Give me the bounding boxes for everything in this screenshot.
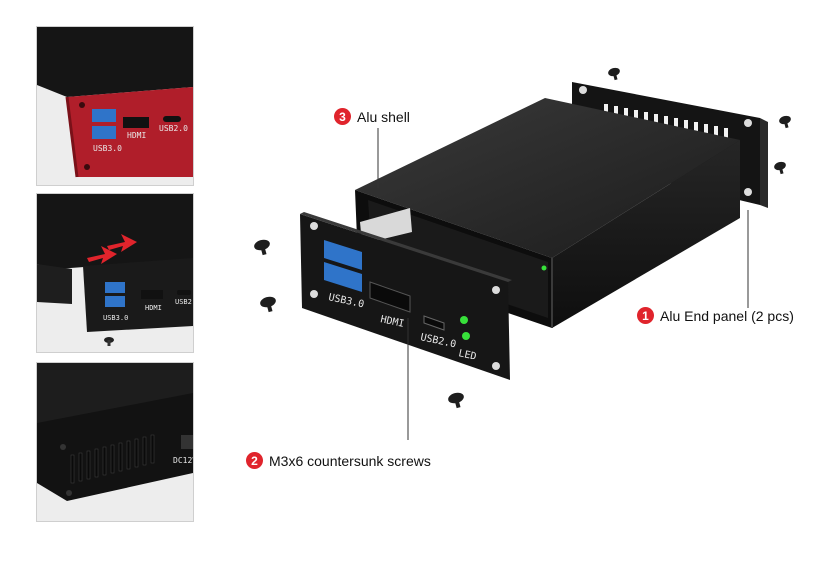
thumbnail-red-panel: USB3.0 HDMI USB2.0 [36, 26, 194, 186]
thumb2-usb2-label: USB2. [175, 298, 193, 306]
dc-jack [181, 435, 193, 449]
hdmi-port [123, 117, 149, 128]
hdmi-label: HDMI [379, 314, 405, 330]
callout-alu-end-panel: 1 Alu End panel (2 pcs) [637, 307, 794, 324]
screw-icon [260, 296, 276, 313]
push-arrow-upper [107, 234, 137, 252]
thumb3-dc-label: DC12V [173, 456, 193, 465]
leader-lines [377, 128, 749, 440]
vent-slots [70, 434, 155, 484]
led-indicator-upper [460, 316, 468, 324]
usb3-port-upper [324, 240, 362, 270]
thumb1-usb3-label: USB3.0 [93, 144, 122, 153]
hdmi-port [141, 290, 163, 299]
callout-text: Alu End panel (2 pcs) [660, 307, 794, 324]
usb2-port [423, 315, 445, 331]
usb3-port-lower [105, 296, 125, 307]
callout-badge: 1 [637, 307, 654, 324]
callout-alu-shell: 3 Alu shell [334, 108, 410, 125]
screw-icon [254, 239, 270, 256]
led-indicator-lower [462, 332, 470, 340]
front-end-panel: USB3.0 HDMI USB2.0 LED [300, 212, 512, 380]
led-label: LED [457, 348, 477, 363]
callout-text: Alu shell [357, 108, 410, 125]
callout-countersunk-screws: 2 M3x6 countersunk screws [246, 452, 431, 469]
screw-icon [104, 337, 114, 346]
push-arrow-lower [87, 246, 117, 264]
usb3-port-upper [92, 109, 116, 122]
callout-badge: 3 [334, 108, 351, 125]
usb2-port [177, 290, 191, 295]
screw-icon [774, 161, 786, 175]
hdmi-port [369, 281, 411, 313]
thumbnail-assembly: USB3.0 HDMI USB2. [36, 193, 194, 353]
screws [254, 67, 791, 409]
screw-icon [608, 67, 620, 81]
usb2-port [163, 116, 181, 122]
screw-icon [779, 115, 791, 129]
thumb2-usb3-label: USB3.0 [103, 314, 128, 322]
usb3-port-upper [105, 282, 125, 293]
thumbnail-side-vents: DC12V [36, 362, 194, 522]
thumb1-usb2-label: USB2.0 [159, 124, 188, 133]
usb3-port-lower [324, 262, 362, 292]
callout-badge: 2 [246, 452, 263, 469]
thumb1-hdmi-label: HDMI [127, 131, 146, 140]
callout-text: M3x6 countersunk screws [269, 452, 431, 469]
thumb2-hdmi-label: HDMI [145, 304, 162, 312]
usb3-port-lower [92, 126, 116, 139]
end-panel [83, 258, 193, 332]
screw-icon [448, 392, 464, 409]
